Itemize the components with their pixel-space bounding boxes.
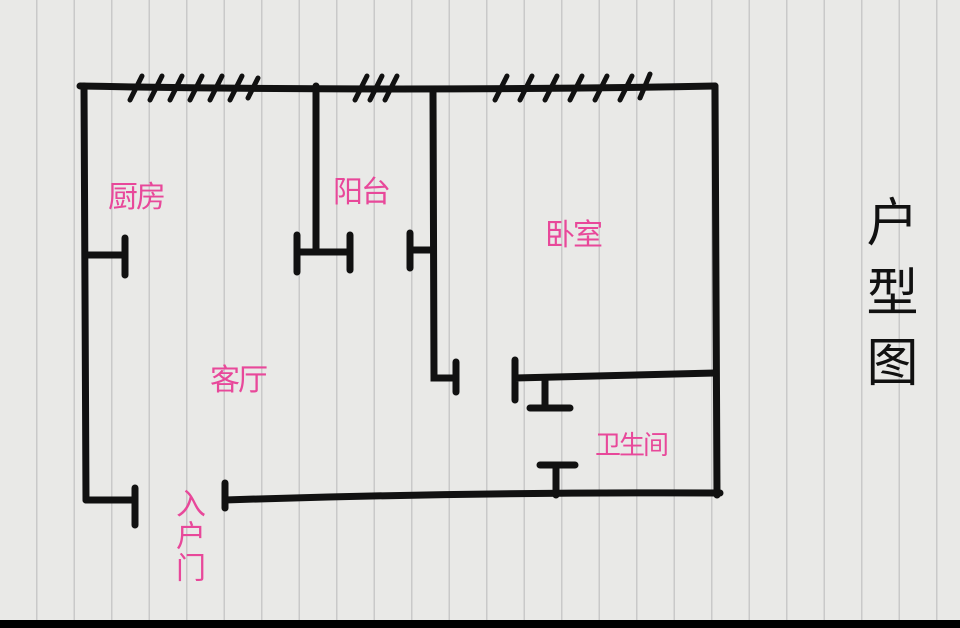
balcony-right-door-jamb <box>406 229 437 272</box>
room-label-living-room: 客厅 <box>210 363 268 398</box>
room-label-balcony: 阳台 <box>333 175 391 210</box>
bathroom-door-jamb-top <box>526 374 574 412</box>
bathroom-door-jamb-bottom <box>536 461 579 499</box>
balcony-door <box>293 231 354 276</box>
left-wall <box>80 82 90 504</box>
right-wall <box>711 82 721 499</box>
room-label-bedroom: 卧室 <box>545 218 603 253</box>
bottom-wall-right <box>221 489 724 504</box>
bedroom-left-wall <box>429 88 460 382</box>
label-entrance-door: 入户门 <box>170 488 205 584</box>
room-label-kitchen: 厨房 <box>108 180 166 215</box>
room-label-bathroom: 卫生间 <box>595 431 669 461</box>
diagram-title: 户型图 <box>857 195 917 405</box>
kitchen-wall-stub <box>82 234 129 279</box>
window-hatches <box>127 71 653 103</box>
